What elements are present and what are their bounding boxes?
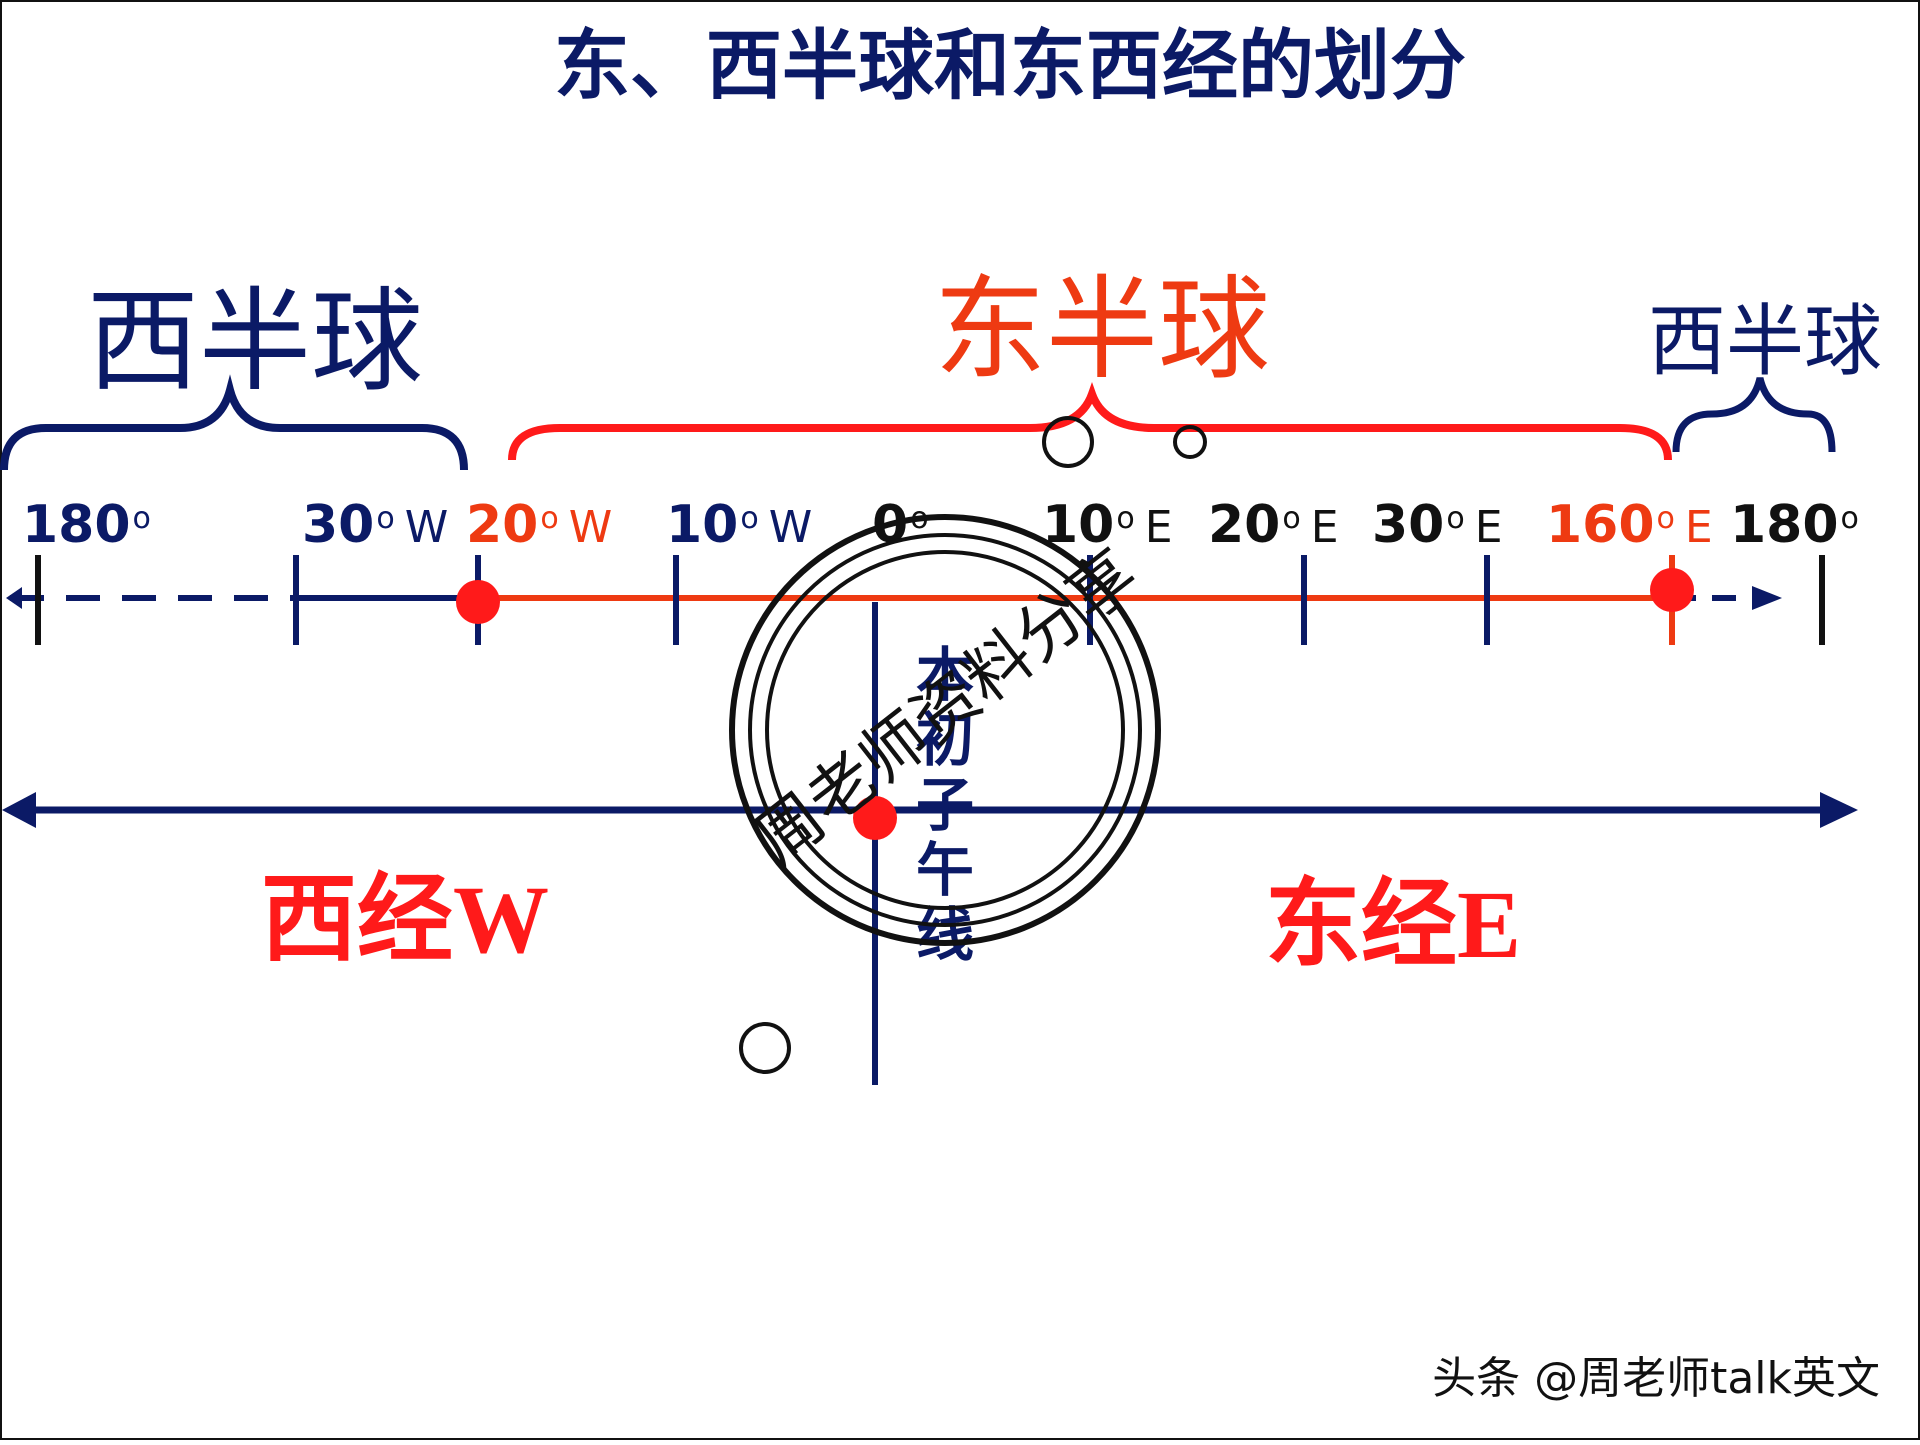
east-hemisphere-brace <box>508 382 1672 461</box>
west-hemisphere-right-label: 西半球 <box>1648 297 1882 387</box>
meridian-char: 线 <box>916 901 974 969</box>
small-circle-right-top <box>1173 425 1207 459</box>
tick-unit: W <box>769 502 813 553</box>
meridian-char: 子 <box>916 771 974 839</box>
meridian-char: 本 <box>916 641 974 709</box>
axis-left-arrowhead <box>2 792 36 828</box>
stamp-inner-ring <box>765 550 1125 910</box>
degree-mark: o <box>1282 501 1300 536</box>
tick-number: 180 <box>1730 495 1839 555</box>
tick-label: 180o <box>1730 495 1859 555</box>
tick-number: 30 <box>302 495 374 555</box>
degree-mark: o <box>1116 501 1134 536</box>
right-arrowhead <box>1752 586 1782 610</box>
tick-unit: E <box>1145 502 1173 553</box>
west-hemisphere-right-brace <box>1672 377 1836 453</box>
tick-label: 180o <box>22 495 151 555</box>
small-circle-bottom <box>739 1022 791 1074</box>
west-hemisphere-left-label: 西半球 <box>87 277 423 407</box>
degree-mark: o <box>376 501 394 536</box>
west-longitude-label: 西经W <box>261 866 549 973</box>
degree-mark: o <box>133 501 151 536</box>
boundary-dot-160e <box>1650 568 1694 612</box>
tick-number: 30 <box>1372 495 1444 555</box>
prime-meridian-dot <box>853 796 897 840</box>
tick-number: 160 <box>1546 495 1655 555</box>
tick-unit: E <box>1311 502 1339 553</box>
degree-mark: o <box>1841 501 1859 536</box>
tick-unit: E <box>1685 502 1713 553</box>
degree-mark: o <box>540 501 558 536</box>
small-circle-left-top <box>1042 416 1094 468</box>
stamp-outer-ring <box>729 514 1161 946</box>
boundary-dot-20w <box>456 580 500 624</box>
east-hemisphere-label: 东半球 <box>934 265 1270 395</box>
left-arrowhead <box>6 587 22 609</box>
tick-number: 20 <box>1208 495 1280 555</box>
page-title: 东、西半球和东西经的划分 <box>554 21 1466 110</box>
tick-number: 10 <box>666 495 738 555</box>
degree-mark: o <box>740 501 758 536</box>
tick-number: 20 <box>466 495 538 555</box>
tick-unit: E <box>1475 502 1503 553</box>
axis-right-arrowhead <box>1820 792 1858 828</box>
stamp-middle-ring <box>748 533 1142 927</box>
tick-number: 180 <box>22 495 131 555</box>
west-hemisphere-left-brace <box>0 374 468 471</box>
meridian-char: 初 <box>916 706 974 774</box>
east-longitude-label: 东经E <box>1265 871 1521 978</box>
tick-unit: W <box>405 502 449 553</box>
tick-unit: W <box>569 502 613 553</box>
degree-mark: o <box>1657 501 1675 536</box>
credit-text: 头条 @周老师talk英文 <box>1432 1353 1880 1404</box>
degree-mark: o <box>1446 501 1464 536</box>
meridian-char: 午 <box>916 836 974 904</box>
